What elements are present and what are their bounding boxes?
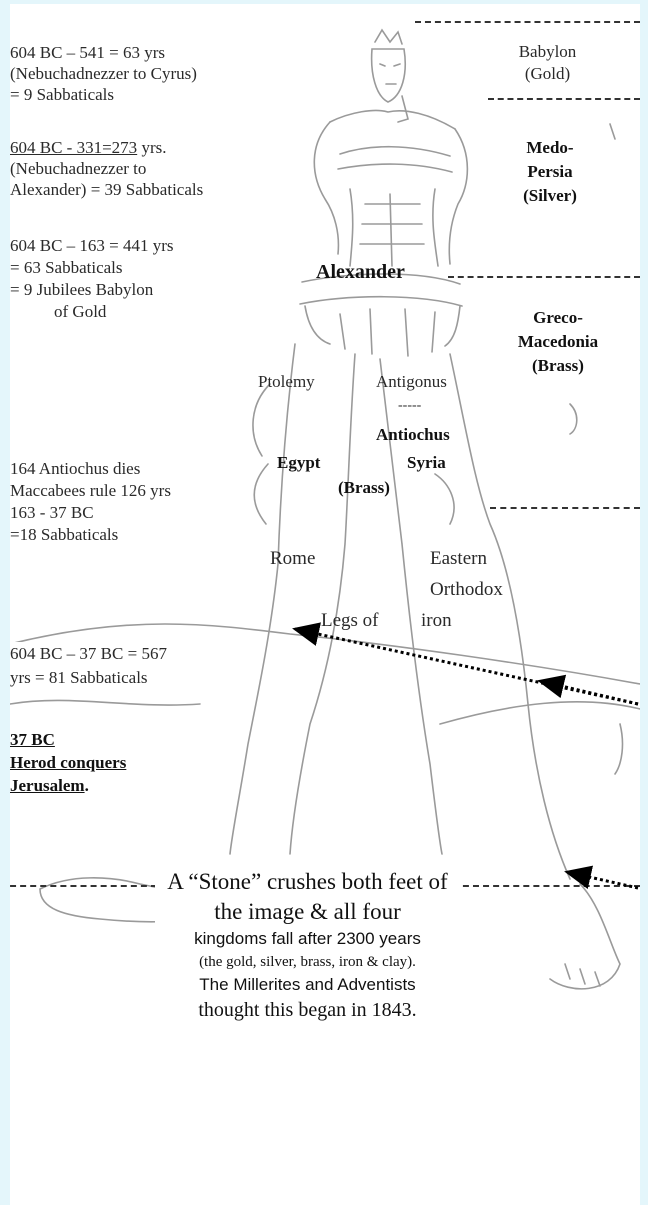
label-dashes: ----- bbox=[398, 398, 421, 414]
label-alexander: Alexander bbox=[316, 261, 405, 284]
label-eastern: Eastern bbox=[430, 548, 487, 570]
label-syria: Syria bbox=[407, 453, 446, 473]
label-iron: iron bbox=[421, 610, 452, 632]
label-antigonus: Antigonus bbox=[376, 372, 447, 392]
kingdom-greco-macedonia-label: Greco- Macedonia (Brass) bbox=[488, 306, 628, 378]
timeline-herod-conquers: 37 BC Herod conquers Jerusalem. bbox=[10, 728, 126, 797]
arrow-right-leg bbox=[540, 681, 638, 704]
timeline-babylon-cyrus: 604 BC – 541 = 63 yrs (Nebuchadnezzer to… bbox=[10, 42, 197, 105]
timeline-maccabees: 164 Antiochus dies Maccabees rule 126 yr… bbox=[10, 458, 171, 546]
stone-note-line-4: (the gold, silver, brass, iron & clay). bbox=[155, 951, 460, 973]
label-brass: (Brass) bbox=[338, 478, 390, 498]
kingdom-babylon-label: Babylon (Gold) bbox=[490, 41, 605, 85]
stone-note-line-3: kingdoms fall after 2300 years bbox=[155, 927, 460, 951]
label-orthodox: Orthodox bbox=[430, 579, 503, 601]
arrow-foot bbox=[567, 872, 638, 888]
timeline-alexander: 604 BC - 331=273 yrs. (Nebuchadnezzer to… bbox=[10, 137, 203, 200]
label-antiochus: Antiochus bbox=[376, 425, 450, 445]
label-egypt: Egypt bbox=[277, 453, 320, 473]
label-ptolemy: Ptolemy bbox=[258, 372, 315, 392]
kingdom-medo-persia-label: Medo- Persia (Silver) bbox=[490, 136, 610, 208]
stone-note-line-1: A “Stone” crushes both feet of bbox=[155, 867, 460, 897]
stone-note-line-5: The Millerites and Adventists bbox=[155, 973, 460, 997]
stone-note-line-6: thought this began in 1843. bbox=[155, 997, 460, 1023]
stone-note: A “Stone” crushes both feet of the image… bbox=[155, 861, 460, 1026]
stone-note-line-2: the image & all four bbox=[155, 897, 460, 927]
arrow-left-leg bbox=[295, 629, 638, 704]
timeline-herod-span: 604 BC – 37 BC = 567 yrs = 81 Sabbatical… bbox=[10, 642, 167, 690]
label-legs-of: Legs of bbox=[321, 610, 379, 632]
label-rome: Rome bbox=[270, 548, 315, 570]
timeline-jubilees: 604 BC – 163 = 441 yrs = 63 Sabbaticals … bbox=[10, 235, 174, 323]
diagram-panel: 604 BC – 541 = 63 yrs (Nebuchadnezzer to… bbox=[10, 4, 640, 1205]
